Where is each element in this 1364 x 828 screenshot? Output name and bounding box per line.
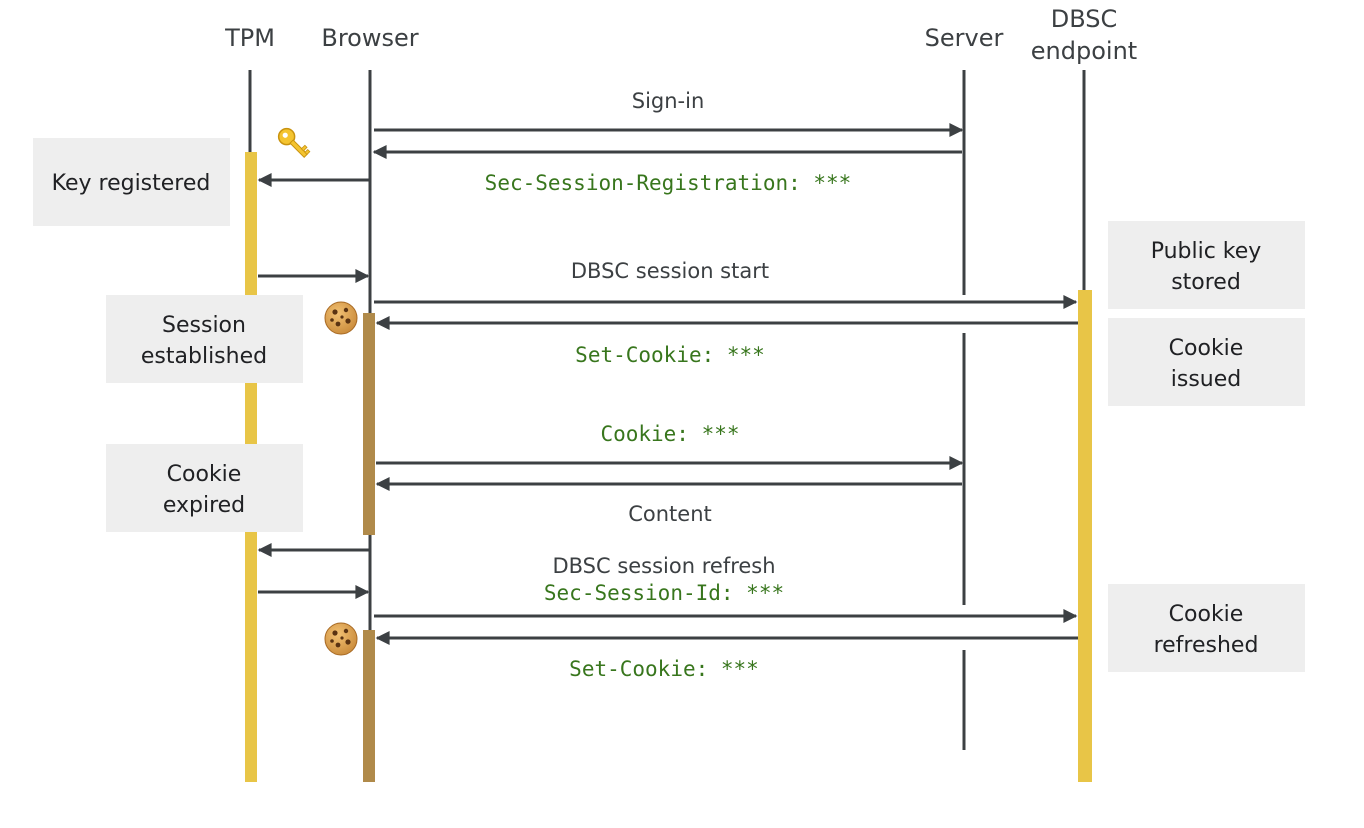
label-cookie-header: Cookie: *** [600, 422, 739, 446]
note-session-established: Session established [106, 295, 303, 383]
note-cookie-expired-line2: expired [163, 493, 245, 518]
label-dbsc-session-start: DBSC session start [571, 259, 769, 283]
activation-browser-refresh [363, 630, 375, 782]
note-cookie-expired-line1: Cookie [167, 462, 242, 487]
label-sign-in: Sign-in [632, 89, 705, 113]
label-sec-session-registration: Sec-Session-Registration: *** [485, 171, 852, 195]
note-session-established-line1: Session [162, 313, 246, 338]
note-key-registered: Key registered [33, 138, 230, 226]
label-content: Content [628, 502, 712, 526]
note-public-key-stored-line2: stored [1171, 270, 1241, 295]
note-cookie-issued-line1: Cookie [1169, 336, 1244, 361]
activation-browser-session [363, 313, 375, 535]
note-cookie-issued: Cookie issued [1108, 318, 1305, 406]
label-sec-session-id: Sec-Session-Id: *** [544, 581, 784, 605]
label-dbsc-session-refresh: DBSC session refresh [552, 554, 775, 578]
participant-tpm: TPM [224, 24, 275, 52]
note-public-key-stored-line1: Public key [1151, 239, 1262, 264]
participant-browser: Browser [321, 24, 418, 52]
note-session-established-line2: established [141, 344, 267, 369]
participant-endpoint-line1: DBSC [1051, 5, 1118, 33]
note-cookie-refreshed-line2: refreshed [1154, 633, 1259, 658]
note-cookie-issued-line2: issued [1171, 367, 1241, 392]
label-set-cookie-1: Set-Cookie: *** [575, 343, 765, 367]
participant-endpoint-line2: endpoint [1031, 37, 1137, 65]
activation-endpoint [1078, 290, 1092, 782]
note-public-key-stored: Public key stored [1108, 221, 1305, 309]
participant-server: Server [925, 24, 1004, 52]
note-cookie-expired: Cookie expired [106, 444, 303, 532]
label-set-cookie-2: Set-Cookie: *** [569, 657, 759, 681]
key-icon [277, 127, 311, 158]
cookie-icon [324, 301, 358, 335]
note-cookie-refreshed: Cookie refreshed [1108, 584, 1305, 672]
cookie-icon [324, 622, 358, 656]
note-key-registered-text: Key registered [52, 171, 211, 196]
note-cookie-refreshed-line1: Cookie [1169, 602, 1244, 627]
